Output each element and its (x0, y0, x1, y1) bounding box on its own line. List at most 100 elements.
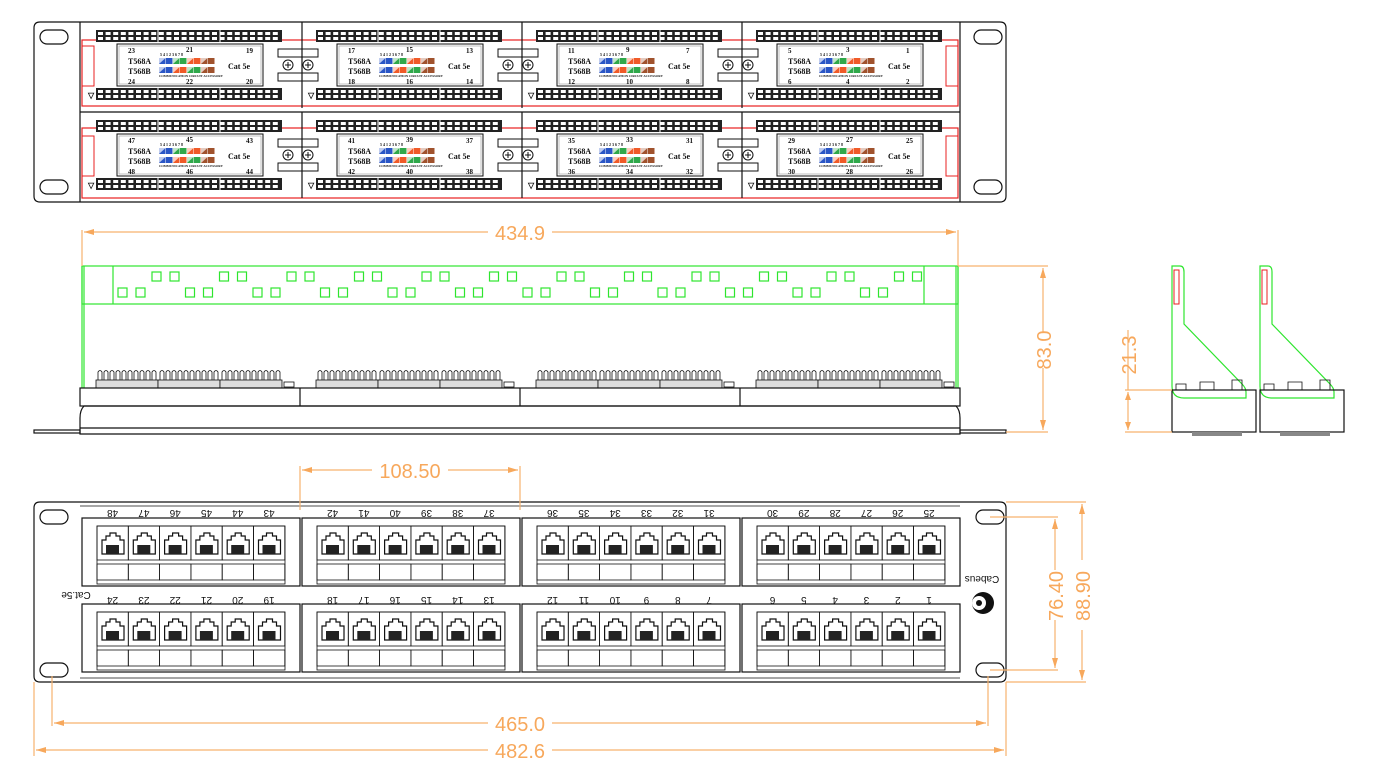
rj45-jack-icon (881, 525, 914, 561)
category-label: Cat 5e (668, 152, 690, 161)
latch (81, 135, 95, 177)
slot (184, 287, 196, 298)
slot (893, 271, 905, 282)
label-slot (347, 563, 380, 581)
idc-tooth (899, 370, 905, 380)
idc-tooth (769, 370, 775, 380)
slot (202, 287, 214, 298)
label-slot (756, 649, 789, 667)
slot (405, 287, 416, 298)
front-module (81, 603, 301, 673)
rj45-jack-icon (599, 611, 632, 647)
standard-label: T568A (348, 57, 371, 66)
idc-tooth (757, 370, 763, 380)
small-caption: COMMUNICATION CIRCUIT ACCESSORY (159, 74, 224, 78)
idc-tooth (591, 370, 597, 380)
wire-color-a (854, 58, 861, 64)
idc-tooth (605, 370, 611, 380)
label-slot (567, 563, 600, 581)
port-number: 11 (568, 47, 575, 55)
port-number: 32 (672, 507, 684, 518)
idc-block (95, 379, 159, 389)
rj45-jack-icon (127, 611, 161, 647)
rj45-jack-icon (221, 611, 254, 647)
idc-block (315, 379, 379, 389)
idc-tooth (819, 370, 825, 380)
port-number: 35 (568, 137, 576, 145)
slot (319, 287, 331, 298)
idc-tooth (97, 370, 103, 380)
rj45-jack-icon (881, 611, 914, 647)
idc-tooth (763, 370, 769, 380)
screw-bracket (277, 48, 319, 82)
port-number: 20 (232, 594, 244, 605)
slot (844, 271, 855, 282)
idc-tooth (127, 370, 133, 380)
top-view: 434.9 83.0 (33, 223, 1056, 435)
rj45-jack-icon (693, 525, 726, 561)
small-caption: COMMUNICATION CIRCUIT ACCESSORY (159, 164, 224, 168)
rj45-jack-icon (536, 611, 569, 647)
label-slot (347, 649, 380, 667)
standard-label: T568B (348, 67, 371, 76)
rj45-jack-icon (599, 525, 632, 561)
label-slot (159, 563, 192, 581)
idc-strip (756, 30, 942, 42)
port-number: 42 (327, 507, 339, 518)
pin-numbers: 5 4 1 2 3 6 7 8 (380, 142, 403, 147)
idc-tooth (239, 370, 245, 380)
wire-color-b (180, 157, 187, 163)
idc-strip (536, 88, 722, 100)
slot (540, 287, 551, 298)
rj45-jack-icon (253, 525, 286, 561)
idc-tooth (855, 370, 861, 380)
label-slot (159, 649, 192, 667)
wire-color-b (648, 157, 655, 163)
wiring-label (556, 43, 704, 87)
slot (488, 271, 500, 282)
port-number: 45 (186, 136, 194, 144)
wire-color-b (414, 157, 421, 163)
latch (945, 45, 959, 87)
idc-tooth (159, 370, 165, 380)
idc-tooth (881, 370, 887, 380)
idc-tooth (317, 370, 323, 380)
marker-icon: ▽ (87, 91, 95, 100)
idc-strip (316, 30, 502, 42)
idc-tooth (201, 370, 207, 380)
port-number: 33 (626, 136, 634, 144)
slot (218, 271, 230, 282)
standard-label: T568A (788, 147, 811, 156)
wire-color-b (166, 67, 173, 73)
wire-color-b (194, 67, 201, 73)
wire-color-b (606, 67, 613, 73)
rj45-jack-icon (661, 611, 694, 647)
mount-hole (39, 29, 69, 45)
wire-color-a (414, 148, 421, 154)
port-number: 3 (846, 46, 850, 54)
wire-color-b (854, 157, 861, 163)
port-number: 21 (201, 594, 213, 605)
label-slot (253, 563, 286, 581)
slot (270, 287, 281, 298)
slot (859, 287, 871, 298)
port-number: 28 (829, 507, 841, 518)
pin-numbers: 5 4 1 2 3 6 7 8 (160, 142, 183, 147)
port-number: 43 (263, 507, 275, 518)
standard-label: T568A (568, 147, 591, 156)
wire-color-a (826, 148, 833, 154)
port-number: 3 (863, 594, 869, 605)
wire-color-b (166, 157, 173, 163)
rj45-jack-icon (347, 611, 380, 647)
idc-tooth (257, 370, 263, 380)
rear-panel-outline (33, 21, 1007, 203)
slot (574, 271, 585, 282)
port-number: 29 (798, 507, 810, 518)
screw-bracket (717, 48, 759, 82)
wire-color-b (400, 67, 407, 73)
wiring-label (116, 133, 264, 177)
slot (472, 287, 484, 298)
wire-color-b (868, 157, 875, 163)
